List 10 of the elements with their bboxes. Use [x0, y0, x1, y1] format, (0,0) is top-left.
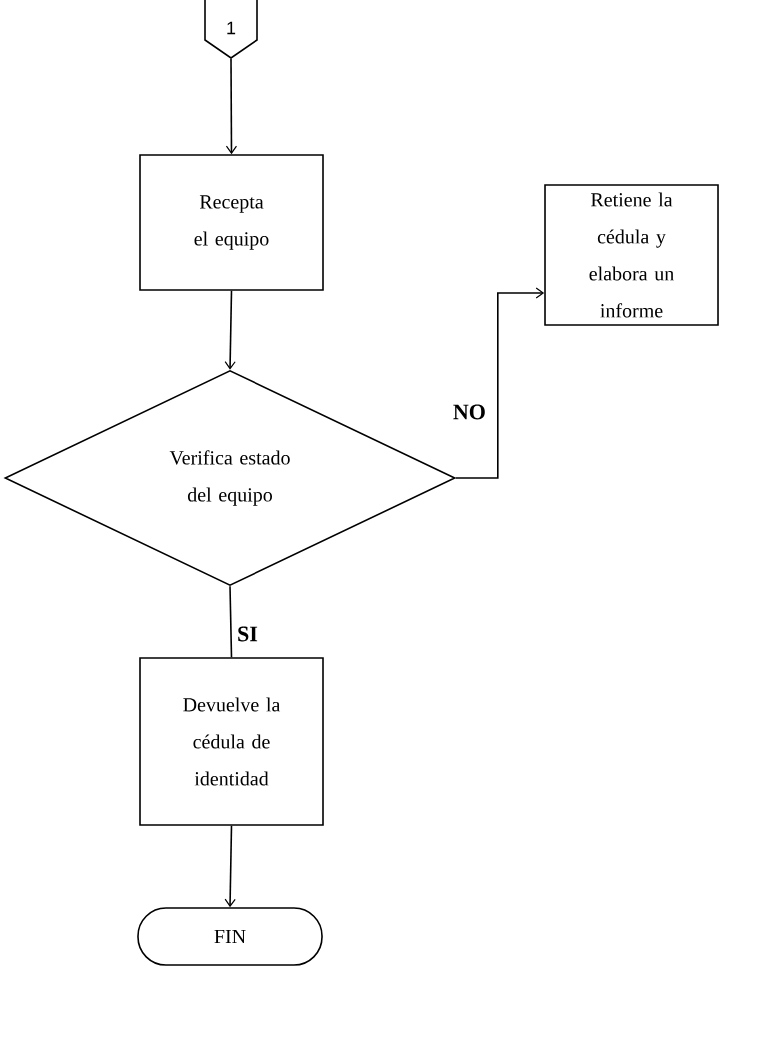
edge-label: SI	[238, 626, 258, 642]
arrow	[224, 290, 236, 370]
terminal: FIN	[137, 907, 323, 966]
off-page-connector: 1	[204, 0, 258, 59]
process-box: Retiene la cédula y elabora un informe	[544, 184, 719, 326]
arrow	[455, 287, 545, 479]
arrow	[224, 825, 236, 908]
process-box: Recepta el equipo	[139, 154, 324, 291]
process-box: Devuelve la cédula de identidad	[139, 657, 324, 826]
arrow	[225, 58, 238, 155]
